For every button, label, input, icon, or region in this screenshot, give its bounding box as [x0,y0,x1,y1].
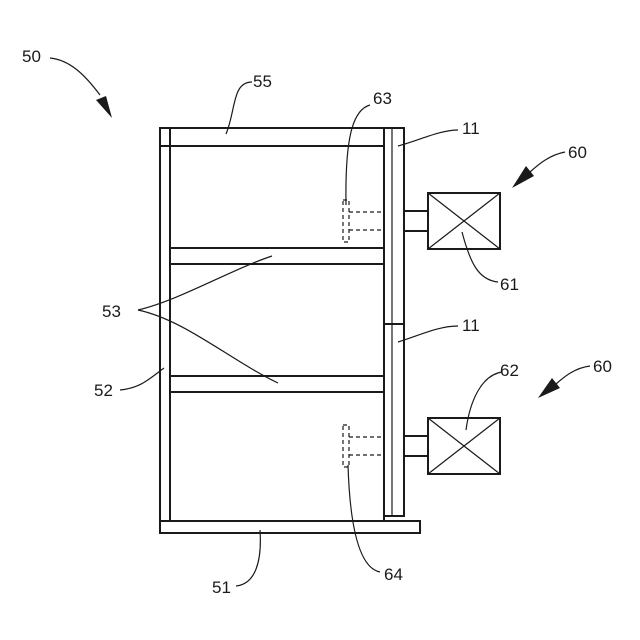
label-61: 61 [500,275,519,294]
lower-lock-device [343,418,500,474]
label-52: 52 [94,381,113,400]
arrow-50 [96,96,112,118]
door-upper [384,128,404,324]
label-60-upper: 60 [568,143,587,162]
lower-lock-shaft [404,436,428,456]
upper-latch-dashed [343,200,349,242]
reference-labels: 50 55 63 11 60 61 53 11 52 62 60 51 64 [22,47,612,597]
label-51: 51 [212,578,231,597]
upper-lock-shaft [404,211,428,231]
leader-lines [50,58,590,586]
arrow-60-upper [512,166,534,188]
label-64: 64 [384,565,403,584]
base-plate [160,521,420,533]
arrow-60-lower [538,378,560,398]
label-62: 62 [500,361,519,380]
label-53: 53 [102,302,121,321]
door-lower [384,324,404,516]
label-63: 63 [373,89,392,108]
cabinet-frame [160,128,420,533]
label-11-upper: 11 [462,119,480,138]
shelf-lower [170,376,384,392]
label-11-lower: 11 [462,316,480,335]
label-55: 55 [253,72,272,91]
label-60-lower: 60 [593,357,612,376]
label-50: 50 [22,47,41,66]
shelf-upper [170,248,384,264]
doors [384,128,404,516]
lower-latch-dashed [343,425,349,467]
upper-lock-device [343,193,500,249]
